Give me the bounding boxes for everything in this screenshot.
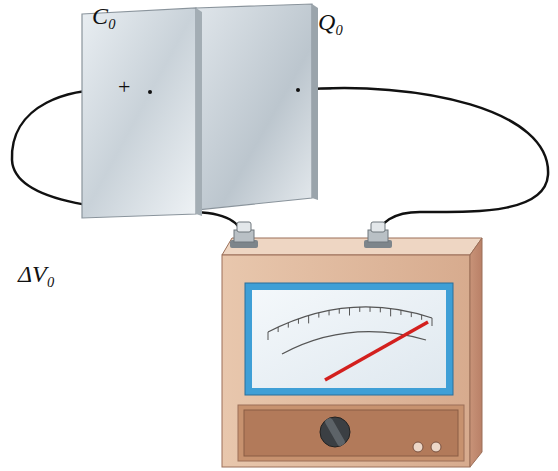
display-frame [245,283,453,395]
selector-knob [320,417,350,447]
capacitance-label: C₀ [92,4,116,28]
voltmeter-body [222,255,470,467]
meter-needle [325,322,428,380]
terminal [230,222,258,248]
scale-tick [288,323,289,328]
plate-edge [196,8,202,216]
meter-scale [268,307,432,354]
scale-tick [390,308,391,316]
control-panel-inset [244,410,458,456]
scale-tick [380,307,381,312]
scale-tick [359,307,360,312]
scale-tick [278,327,279,332]
scale-tick [349,308,350,316]
scale-tick [318,313,319,318]
terminal [364,222,392,248]
voltage-label: ΔV₀ [18,262,55,286]
scale-tick [268,332,269,340]
scale-tick [432,318,433,326]
meter-side [470,238,482,467]
jack [413,442,423,452]
charge-label: Q₀ [318,10,344,34]
wire [298,88,548,240]
scale-tick [400,310,401,315]
jack [431,442,441,452]
scale-tick [329,310,330,315]
capacitor-plate [82,8,196,218]
plate-edge [312,4,318,200]
polarity-sign: + [118,76,130,98]
capacitor-plate [196,4,312,210]
scale-tick [421,315,422,320]
scale-tick [298,319,299,324]
scale-tick [308,315,309,323]
display-screen [252,290,446,388]
control-panel [238,405,464,461]
scale-tick [339,309,340,314]
polarity-sign: − [320,78,332,100]
scale-tick [370,307,371,312]
meter-top [222,238,482,255]
scale-tick [411,312,412,317]
